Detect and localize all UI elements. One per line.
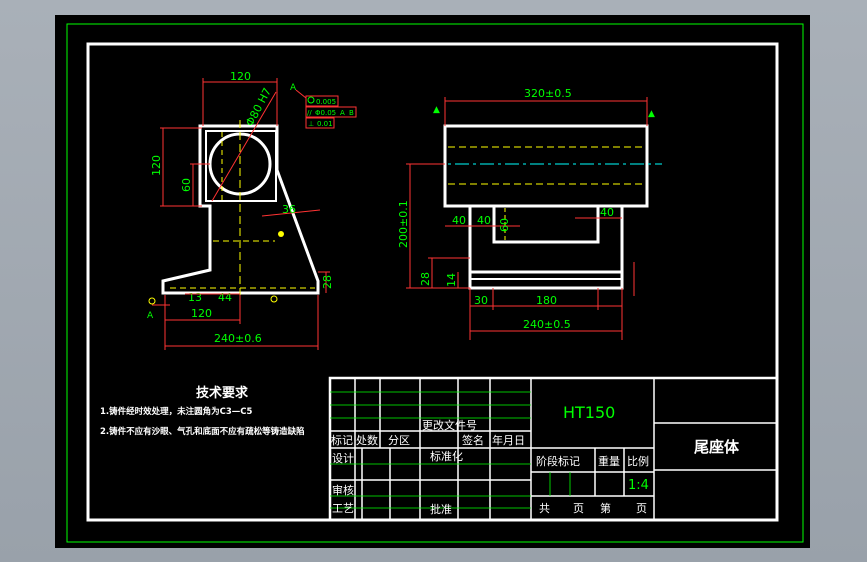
dim-left-28: 28 bbox=[419, 272, 432, 286]
datum-mark-right: ▲ bbox=[648, 109, 655, 119]
material: HT150 bbox=[563, 403, 615, 422]
dim-left-14: 14 bbox=[445, 273, 458, 287]
datum-a-label: A bbox=[147, 311, 154, 321]
dim-right-28: 28 bbox=[321, 275, 334, 289]
sheet-label: 第 bbox=[600, 501, 611, 515]
tech-title: 技术要求 bbox=[196, 385, 249, 401]
outer-green-frame bbox=[66, 23, 804, 543]
tol-row2-b: B bbox=[349, 109, 354, 117]
title-block: HT150 尾座体 标记 处数 分区 更改文件号 签名 年月日 设计 标准化 阶… bbox=[328, 376, 779, 522]
hdr-sign: 签名 bbox=[462, 433, 484, 447]
datum-mark-top: A bbox=[290, 83, 297, 93]
angle-leader bbox=[261, 209, 321, 217]
stage-mark-label: 阶段标记 bbox=[536, 454, 580, 468]
tech-line-1: 1.铸件经时效处理，未注圆角为C3—C5 bbox=[100, 406, 253, 417]
weight-label: 重量 bbox=[598, 454, 620, 468]
tol-row1: 0.005 bbox=[316, 98, 336, 106]
dim-44: 44 bbox=[218, 291, 232, 304]
dim-top-120: 120 bbox=[230, 70, 251, 83]
process-label: 工艺 bbox=[332, 502, 354, 515]
dim-slot-40b: 40 bbox=[477, 214, 491, 227]
dim-bottom-180: 180 bbox=[536, 294, 557, 307]
hdr-date: 年月日 bbox=[492, 433, 525, 447]
dim-height-200: 200±0.1 bbox=[397, 200, 410, 248]
tech-line-2: 2.铸件不应有沙眼、气孔和底面不应有疏松等铸造缺陷 bbox=[100, 426, 305, 437]
total-label: 共 bbox=[539, 502, 550, 515]
dim-angle-36: 36 bbox=[282, 203, 296, 216]
dim-bottom-30: 30 bbox=[474, 294, 488, 307]
dim-bottom-240: 240±0.5 bbox=[523, 318, 571, 331]
review-label: 审核 bbox=[332, 483, 354, 497]
right-view: 320±0.5 ▲ ▲ 200±0.1 40 40 60 40 28 14 30… bbox=[397, 87, 662, 340]
bore-square bbox=[205, 130, 277, 202]
mark-dot bbox=[278, 231, 284, 237]
page-unit-2: 页 bbox=[636, 502, 647, 515]
hdr-count: 处数 bbox=[356, 434, 378, 447]
left-view: Φ80 H7 120 120 60 36 0.005 // Φ0.05 A B bbox=[147, 70, 357, 350]
datum-circle-a bbox=[148, 297, 156, 305]
hdr-mark: 标记 bbox=[331, 433, 353, 447]
tech-requirements: 技术要求 1.铸件经时效处理，未注圆角为C3—C5 2.铸件不应有沙眼、气孔和底… bbox=[100, 385, 305, 437]
dim-overall-240: 240±0.6 bbox=[214, 332, 262, 345]
tol-row2-val: Φ0.05 bbox=[315, 109, 336, 117]
lower-body bbox=[468, 206, 624, 290]
page-unit-1: 页 bbox=[573, 502, 584, 515]
tolerance-frame: 0.005 // Φ0.05 A B ⊥ 0.01 bbox=[295, 89, 357, 129]
tol-row3-val: 0.01 bbox=[317, 120, 333, 128]
scale-label: 比例 bbox=[627, 454, 649, 468]
standardize-label: 标准化 bbox=[430, 449, 463, 463]
part-name: 尾座体 bbox=[694, 438, 740, 456]
dim-bottom-120: 120 bbox=[191, 307, 212, 320]
tol-row2-sym: // bbox=[307, 109, 312, 117]
title-block-frame bbox=[328, 376, 779, 522]
hdr-zone: 分区 bbox=[388, 434, 410, 447]
dim-height-60: 60 bbox=[180, 178, 193, 192]
top-block bbox=[443, 124, 649, 208]
dim-slot-40c: 40 bbox=[600, 206, 614, 219]
dim-13: 13 bbox=[188, 291, 202, 304]
dim-height-120: 120 bbox=[150, 155, 163, 176]
design-label: 设计 bbox=[332, 452, 354, 465]
scale-value: 1:4 bbox=[628, 478, 649, 493]
tol-row3-sym: ⊥ bbox=[308, 120, 314, 128]
diameter-leader bbox=[211, 91, 277, 202]
datum-circle-b bbox=[270, 295, 278, 303]
dim-slot-60: 60 bbox=[498, 218, 511, 232]
datum-mark-left: ▲ bbox=[433, 105, 440, 115]
dim-top-320: 320±0.5 bbox=[524, 87, 572, 100]
dim-slot-40a: 40 bbox=[452, 214, 466, 227]
tol-row2-a: A bbox=[340, 109, 345, 117]
hdr-change-doc: 更改文件号 bbox=[422, 418, 477, 432]
approve-label: 批准 bbox=[430, 502, 452, 516]
